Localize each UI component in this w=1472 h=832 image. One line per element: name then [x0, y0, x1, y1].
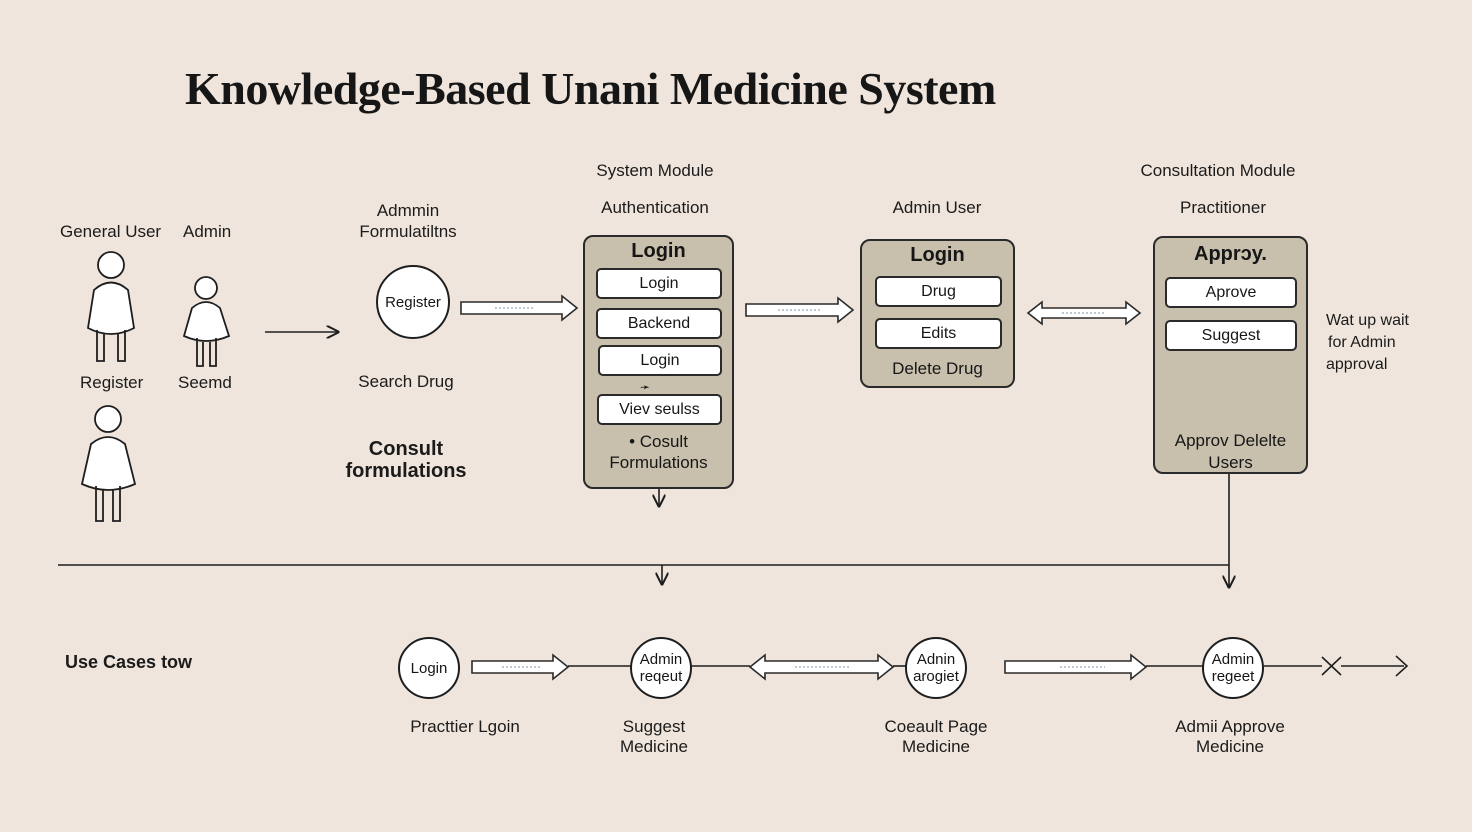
auth-panel-title: Login	[631, 240, 686, 262]
consult-formulations-line1: Consult	[368, 438, 444, 460]
uc-login-circle-label: Login	[410, 659, 448, 677]
uc-cross-mark	[1321, 655, 1409, 677]
auth-footer-line1: • Cosult	[629, 432, 688, 451]
authentication-label: Authentication	[601, 198, 709, 217]
auth-login-button[interactable]: Login	[596, 268, 722, 299]
uc-caption-2-line2: Medicine	[619, 737, 689, 756]
admin-formulations-line1: Admmin	[376, 201, 440, 220]
auth-small-arrow-icon: ➛	[640, 380, 651, 394]
wait-note-line3: approval	[1326, 356, 1388, 373]
uc-circle-4-line2: regeet	[1211, 668, 1255, 685]
register-to-auth-block-arrow	[460, 294, 579, 322]
consult-suggest-button[interactable]: Suggest	[1165, 320, 1297, 351]
admin-edits-button[interactable]: Edits	[875, 318, 1002, 349]
authentication-panel: Login Login Backend Login ➛ Viev seulss …	[583, 235, 734, 489]
search-drug-label: Search Drug	[358, 372, 454, 391]
admin-user-label: Admin User	[892, 198, 982, 217]
consult-footer-line1: Approv Delelte	[1174, 431, 1287, 450]
uc-admin-request-circle-3[interactable]: Admin regeet	[1202, 637, 1264, 699]
register-circle-label: Register	[385, 293, 441, 311]
register-circle[interactable]: Register	[376, 265, 450, 339]
uc-caption-1: Practtier Lgoin	[410, 717, 520, 736]
uc-login-circle[interactable]: Login	[398, 637, 460, 699]
admin-user-panel: Login Drug Edits Delete Drug	[860, 239, 1015, 388]
consult-formulations-line2: formulations	[345, 460, 467, 482]
uc-caption-3-line1: Coeault Page	[884, 717, 988, 736]
actor-label-register: Register	[80, 373, 144, 392]
actor-label-general-user: General User	[60, 222, 162, 241]
admin-consult-double-arrow	[1026, 300, 1142, 326]
uc-circle-4-line1: Admin	[1211, 651, 1255, 668]
consultation-panel: Apprɔy. Aprove Suggest Approv Delelte Us…	[1153, 236, 1308, 474]
consultation-module-label: Consultation Module	[1140, 161, 1296, 180]
admin-delete-drug-label: Delete Drug	[892, 359, 983, 378]
uc-caption-4-line1: Admii Approve	[1175, 717, 1285, 736]
consult-footer-line2: Users	[1208, 453, 1253, 472]
uc-caption-4-line2: Medicine	[1195, 737, 1265, 756]
uc-double-arrow	[748, 653, 895, 681]
uc-caption-2-line1: Suggest	[622, 717, 686, 736]
uc-admin-request-circle-1[interactable]: Admin reqeut	[630, 637, 692, 699]
auth-view-results-button[interactable]: Viev seulss	[597, 394, 722, 425]
use-cases-row-label: Use Cases tow	[65, 652, 193, 672]
consult-panel-title: Apprɔy.	[1194, 243, 1267, 265]
practitioner-label: Practitioner	[1180, 198, 1266, 217]
auth-backend-button[interactable]: Backend	[596, 308, 722, 339]
admin-panel-title: Login	[910, 244, 965, 266]
uc-circle-2-line1: Admin	[639, 651, 683, 668]
actor-label-seemd: Seemd	[178, 373, 232, 392]
wait-note-line2: for Admin	[1328, 334, 1396, 351]
actor-label-admin: Admin	[183, 222, 232, 241]
uc-circle-3-line2: arogiet	[913, 668, 959, 685]
uc-admin-request-circle-2[interactable]: Adnin arogiet	[905, 637, 967, 699]
uc-circle-3-line1: Adnin	[916, 651, 956, 668]
auth-footer-line2: Formulations	[609, 453, 708, 472]
system-module-label: System Module	[596, 161, 714, 180]
admin-formulations-line2: Formulatiltns	[359, 222, 457, 241]
page-title: Knowledge-Based Unani Medicine System	[185, 63, 996, 114]
consult-approve-button[interactable]: Aprove	[1165, 277, 1297, 308]
admin-drug-button[interactable]: Drug	[875, 276, 1002, 307]
uc-block-arrow-3	[1004, 653, 1148, 681]
auth-login-button-2[interactable]: Login	[598, 345, 722, 376]
auth-to-admin-block-arrow	[745, 296, 855, 324]
register-user-figure	[80, 405, 137, 522]
uc-caption-3-line2: Medicine	[901, 737, 971, 756]
wait-note-line1: Wat up wait	[1326, 312, 1409, 329]
uc-block-arrow-1	[471, 653, 570, 681]
uc-circle-2-line2: reqeut	[639, 668, 683, 685]
general-user-figure	[87, 251, 135, 362]
admin-figure	[182, 276, 231, 367]
